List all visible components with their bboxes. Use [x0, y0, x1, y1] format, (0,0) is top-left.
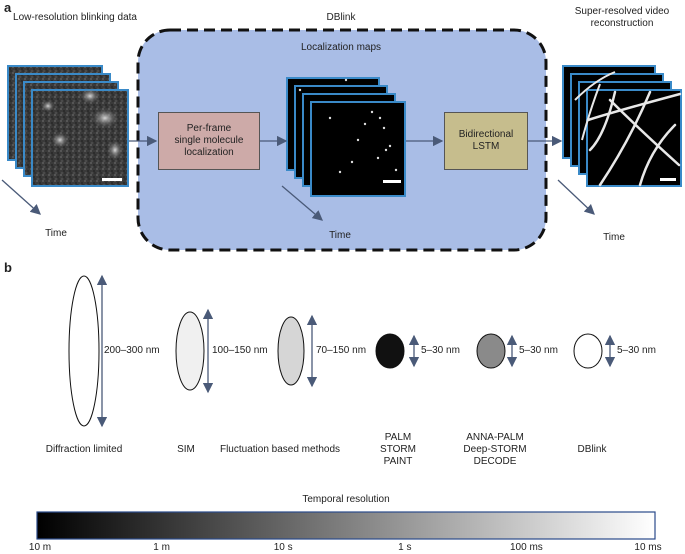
time-arrow-maps	[281, 185, 323, 221]
method-name-0-0: Diffraction limited	[45, 444, 123, 455]
method-name-5-0: DBlink	[577, 444, 607, 455]
method-resolution-1: 100–150 nm	[212, 345, 268, 356]
method-resolution-0: 200–300 nm	[104, 345, 160, 356]
method-resolution-4: 5–30 nm	[519, 345, 558, 356]
temporal-title: Temporal resolution	[302, 494, 390, 505]
method-name-1-0: SIM	[177, 444, 195, 455]
dblink-title: DBlink	[326, 12, 356, 23]
time-label-maps: Time	[329, 230, 351, 241]
time-label-output: Time	[603, 232, 625, 243]
method-name-3-1: STORM	[380, 444, 416, 455]
panel-b-label: b	[4, 260, 12, 275]
method-resolution-3: 5–30 nm	[421, 345, 460, 356]
time-arrow-input	[1, 179, 41, 215]
output-title-line2: reconstruction	[590, 18, 654, 29]
method-name-4-2: DECODE	[473, 456, 517, 467]
method-ellipse-3	[375, 333, 405, 369]
localization-map-stack	[286, 77, 406, 197]
method-resolution-2: 70–150 nm	[316, 345, 367, 356]
method-name-4-1: Deep-STORM	[463, 444, 527, 455]
lstm-box-line1: Bidirectional	[458, 129, 514, 140]
temporal-tick-4: 100 ms	[509, 542, 543, 553]
output-title-line1: Super-resolved video	[574, 6, 670, 17]
method-name-3-0: PALM	[384, 432, 412, 443]
input-title: Low-resolution blinking data	[13, 12, 137, 23]
localization-box-line3: localization	[184, 147, 234, 158]
temporal-tick-1: 1 m	[153, 542, 170, 553]
panel-a-label: a	[4, 0, 12, 15]
method-ellipse-0	[68, 275, 100, 427]
lstm-box-line2: LSTM	[472, 141, 500, 152]
temporal-tick-5: 10 ms	[634, 542, 662, 553]
temporal-tick-2: 10 s	[273, 542, 293, 553]
method-name-3-2: PAINT	[383, 456, 413, 467]
method-ellipse-5	[573, 333, 603, 369]
localization-box-line2: single molecule	[174, 135, 244, 146]
time-label-input: Time	[45, 228, 67, 239]
maps-title: Localization maps	[300, 42, 382, 53]
localization-box-line1: Per-frame	[186, 123, 232, 134]
input-frame-stack	[7, 65, 129, 187]
temporal-tick-0: 10 m	[28, 542, 52, 553]
method-ellipse-1	[175, 311, 205, 391]
time-arrow-output	[557, 179, 595, 215]
method-ellipse-4	[476, 333, 506, 369]
method-name-2-0: Fluctuation based methods	[219, 444, 341, 455]
localization-box: Per-frame single molecule localization	[158, 112, 260, 170]
method-ellipse-2	[277, 316, 305, 386]
method-name-4-0: ANNA-PALM	[466, 432, 524, 443]
super-resolved-frame-stack	[562, 65, 682, 187]
method-resolution-5: 5–30 nm	[617, 345, 656, 356]
temporal-resolution-bar	[36, 511, 656, 540]
temporal-tick-3: 1 s	[398, 542, 412, 553]
lstm-box: Bidirectional LSTM	[444, 112, 528, 170]
